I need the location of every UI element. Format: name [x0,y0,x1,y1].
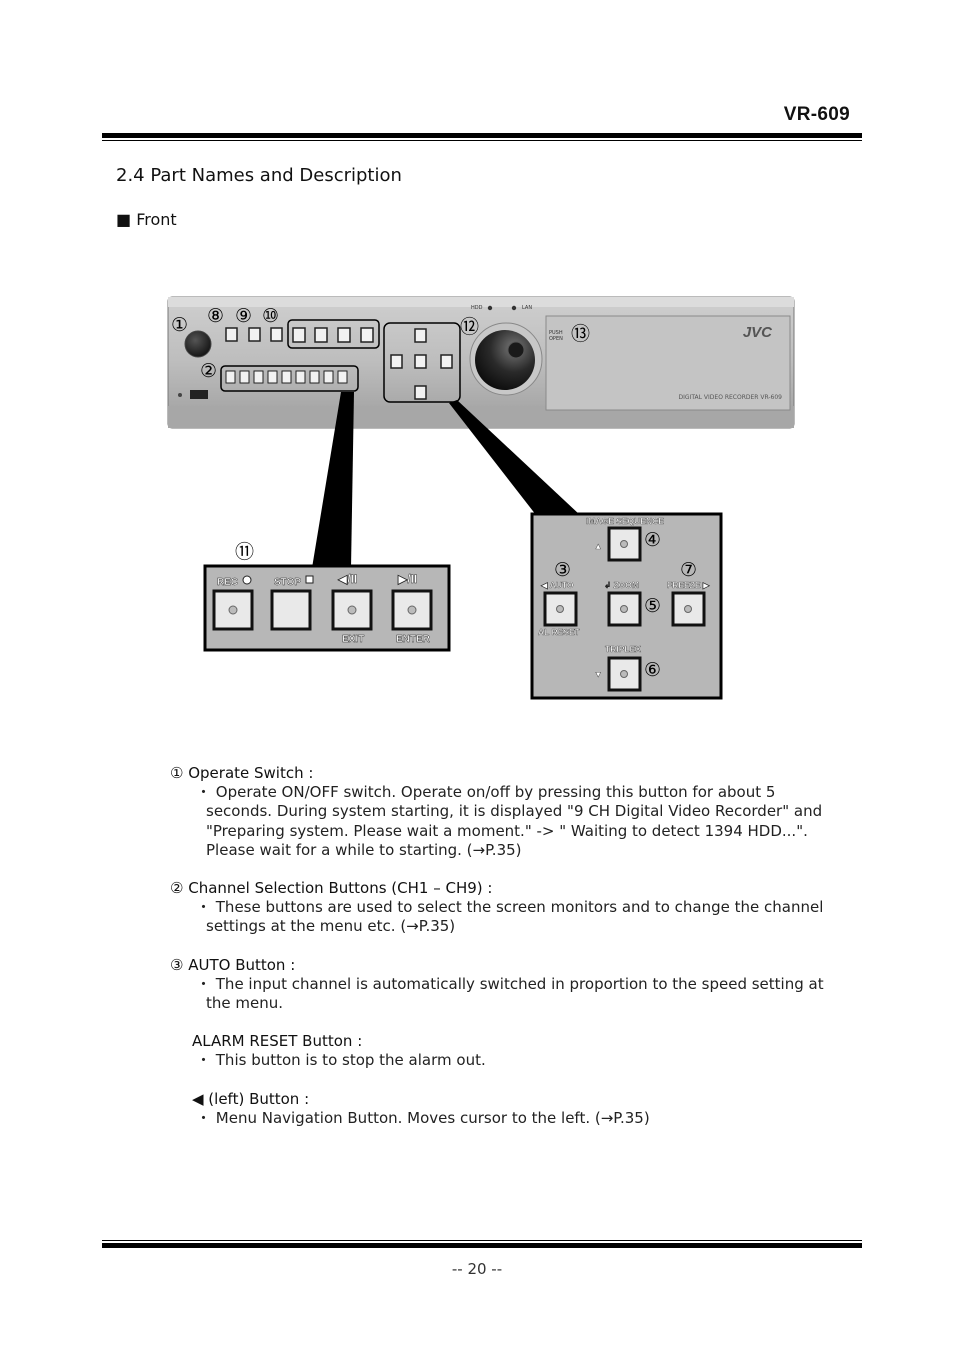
item-operate-switch: ① Operate Switch : ・ Operate ON/OFF swit… [170,764,850,860]
hdd-led [487,305,493,311]
model-header: VR-609 [783,104,850,125]
callout-7: ⑦ [680,559,697,581]
device-bottom-edge [168,406,794,428]
device-top-edge [168,297,794,307]
item-channel-selection: ② Channel Selection Buttons (CH1 – CH9) … [170,879,850,937]
triplex-label: TRIPLEX [605,644,641,654]
front-door [545,315,791,411]
pointer-wedge-left [312,392,354,568]
item-head: ② Channel Selection Buttons (CH1 – CH9) … [170,879,493,898]
description-list: ① Operate Switch : ・ Operate ON/OFF swit… [170,764,850,1147]
zoom-playback-buttons [212,589,433,631]
channel-group-outline [220,365,359,392]
callout-10: ⑩ [262,305,279,327]
pointer-wedge-right [449,400,580,515]
header-rule-thin [102,140,862,141]
image-sequence-label: IMAGE SEQUENCE [586,516,664,526]
playback-buttons [292,327,374,343]
exit-label: EXIT [342,634,364,645]
footer-rule [102,1243,862,1248]
callout-8: ⑧ [207,305,224,327]
callout-11: ⑪ [235,541,254,563]
item-body: ・ Operate ON/OFF switch. Operate on/off … [196,783,823,859]
callout-12: ⑫ [460,316,479,338]
item-body: ・ This button is to stop the alarm out. [196,1051,486,1070]
operate-switch [184,330,212,358]
item-body: ・ Menu Navigation Button. Moves cursor t… [196,1108,650,1127]
item-head: ◀ (left) Button : [192,1089,310,1108]
crosspad-group-outline [383,322,461,403]
al-reset-label: AL RESET [538,627,581,637]
jog-dimple [507,341,525,359]
item-auto-button: ③ AUTO Button : ・ The input channel is a… [170,956,850,1014]
callout-2: ② [200,360,217,382]
channel-buttons [225,370,348,384]
zoom-playback-labels: REC STOP ◀/II ▶/II EXIT ENTER [217,572,431,645]
lan-label: LAN [522,305,532,311]
up-arrow-label: ▲ [594,541,602,551]
crosspad-buttons [390,328,453,400]
callout-4: ④ [644,529,661,551]
remote-jack [190,390,208,399]
callout-6: ⑥ [644,659,661,681]
enter-label: ENTER [396,634,431,645]
item-body: ・ The input channel is automatically swi… [196,974,824,1013]
callout-5: ⑤ [644,595,661,617]
header-rule [102,133,862,138]
section-title: 2.4 Part Names and Description [116,165,402,186]
zoom-crosspad-labels: IMAGE SEQUENCE ▲ ◀ AUTO ↲ ZOOM FREEZE ▶ … [538,516,711,679]
page-number: -- 20 -- [451,1260,503,1278]
hdd-label: HDD [471,305,483,311]
push-open-1: PUSH [549,330,563,336]
auto-label: ◀ AUTO [540,580,574,590]
freeze-label: FREEZE ▶ [667,580,711,590]
remote-led [178,393,182,397]
item-body: ・ These buttons are used to select the s… [196,898,824,936]
down-arrow-label: ▼ [594,669,602,679]
exit-sym-label: ◀/II [337,572,357,586]
item-head: ③ AUTO Button : [170,955,296,974]
enter-sym-label: ▶/II [397,572,417,586]
model-text: DIGITAL VIDEO RECORDER VR-609 [679,394,783,401]
playback-group-outline [287,319,380,349]
callout-1: ① [171,314,188,336]
item-left-button: ◀ (left) Button : ・ Menu Navigation Butt… [170,1090,850,1128]
rec-label: REC [217,577,238,588]
zoom-crosspad-buttons [543,526,706,692]
top-small-buttons [225,327,283,342]
zoom-label: ↲ ZOOM [604,580,639,590]
jog-knob [475,330,535,390]
front-label: ■ Front [116,210,177,229]
callout-13: ⑬ [571,323,590,345]
brand-logo: JVC [743,324,773,341]
lan-led [511,305,517,311]
callout-9: ⑨ [235,305,252,327]
callout-3: ③ [554,559,571,581]
push-open-2: OPEN [549,336,563,342]
item-alarm-reset: ALARM RESET Button : ・ This button is to… [170,1032,850,1070]
front-panel-figure: JVC DIGITAL VIDEO RECORDER VR-609 PUSH O… [167,296,795,700]
item-head: ALARM RESET Button : [192,1032,363,1051]
footer-rule-thin [102,1240,862,1241]
stop-label: STOP [274,577,301,588]
item-head: ① Operate Switch : [170,764,314,782]
